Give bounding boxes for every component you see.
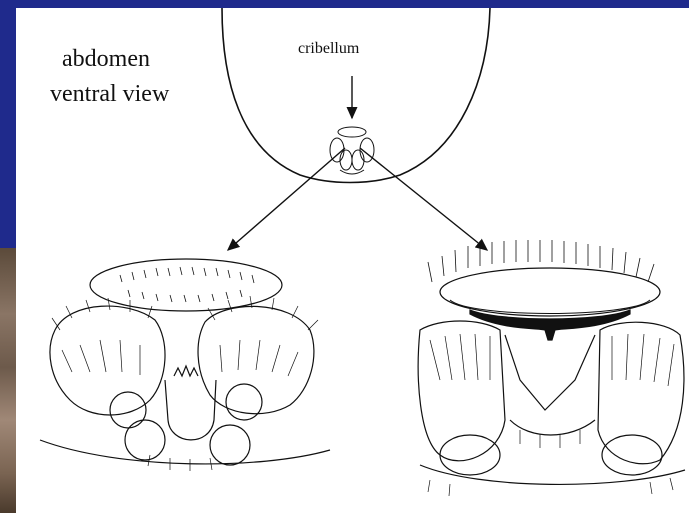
arrow-to-right-detail [360, 148, 487, 250]
spinneret-cluster [330, 127, 374, 174]
abdomen-outline [222, 8, 490, 183]
arrow-to-left-detail [228, 148, 345, 250]
left-detail [40, 259, 330, 471]
right-detail [418, 240, 685, 496]
